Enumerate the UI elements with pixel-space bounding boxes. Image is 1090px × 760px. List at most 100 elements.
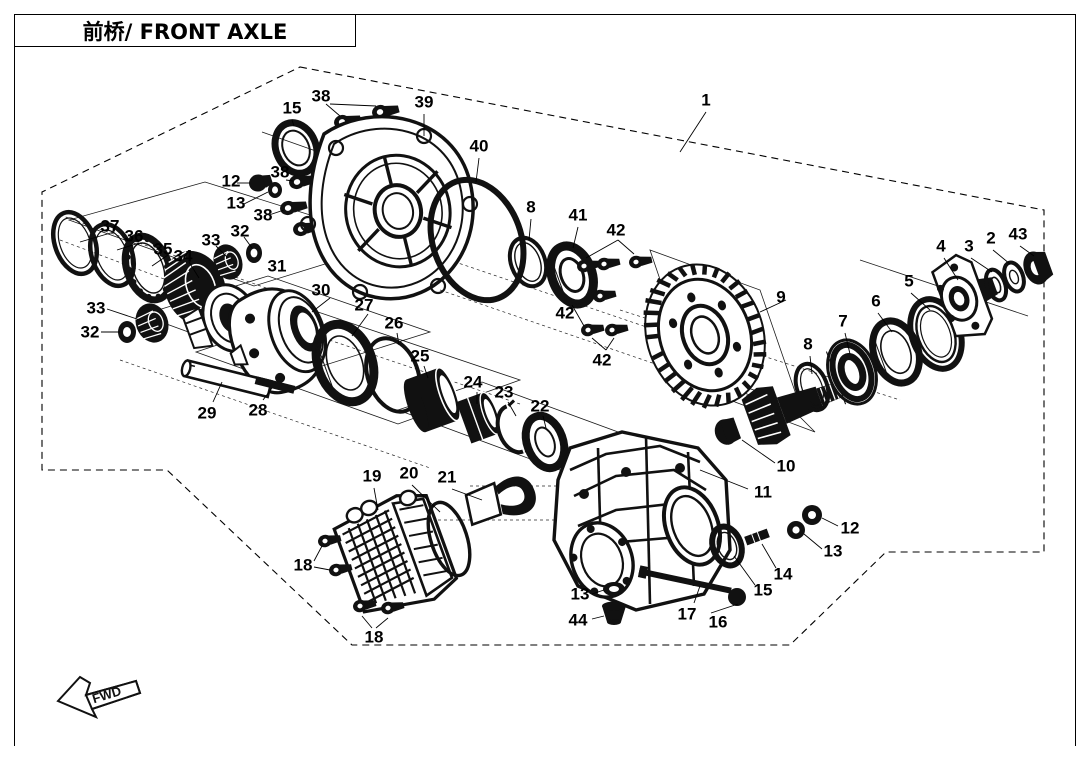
leaders-right (237, 111, 1035, 375)
part-41-bearing (546, 241, 598, 309)
callout-10-bearing[interactable]: 10 (776, 456, 796, 476)
part-10-bearing (714, 417, 742, 445)
part-4-flange-yoke (930, 253, 998, 338)
callout-18-bolt[interactable]: 18 (364, 627, 384, 647)
callout-33-side-gear[interactable]: 33 (201, 230, 221, 250)
callout-9-ring-gear[interactable]: 9 (776, 287, 786, 307)
part-13-washer-right (787, 521, 805, 539)
callout-13-washer[interactable]: 13 (570, 584, 590, 604)
part-32-washer-bottom (118, 321, 136, 343)
callout-35-bearing[interactable]: 35 (153, 239, 173, 259)
part-15-oil-seal-right (709, 523, 745, 569)
leaders-29-28 (212, 297, 331, 403)
callout-11-axle-housing[interactable]: 11 (754, 482, 772, 502)
callout-41-bearing[interactable]: 41 (568, 205, 588, 225)
leaders-housing (591, 439, 839, 620)
part-7-bearing (825, 338, 878, 406)
callout-5-oil-seal[interactable]: 5 (904, 271, 914, 291)
callout-6-bearing[interactable]: 6 (871, 291, 881, 311)
part-22-oil-seal (521, 411, 569, 473)
part-29-axle-shaft (180, 358, 274, 399)
callout-17-long-bolt[interactable]: 17 (677, 604, 697, 624)
page-title: 前桥/ FRONT AXLE (82, 19, 288, 44)
callout-31-differential-case[interactable]: 31 (267, 256, 287, 276)
callout-29-axle-shaft[interactable]: 29 (197, 403, 217, 423)
callout-27-bearing[interactable]: 27 (354, 295, 374, 315)
callout-7-bearing[interactable]: 7 (838, 311, 848, 331)
callout-1-front-axle-assembly[interactable]: 1 (701, 90, 711, 110)
callout-33-side-gear[interactable]: 33 (86, 298, 106, 318)
part-30-differential-carrier (227, 287, 327, 395)
part-26-o-ring (364, 336, 422, 414)
part-44-drain-plug (602, 601, 626, 625)
callout-39-bearing-cover[interactable]: 39 (414, 92, 434, 112)
callout-38-bolt[interactable]: 38 (311, 86, 331, 106)
callout-26-o-ring[interactable]: 26 (384, 313, 404, 333)
part-21-shift-fork (464, 476, 536, 527)
part-20-o-ring (426, 500, 472, 578)
callout-24-sleeve[interactable]: 24 (463, 372, 483, 392)
callout-8-o-ring[interactable]: 8 (526, 197, 536, 217)
callout-14-dowel-pin[interactable]: 14 (773, 564, 793, 584)
part-13-washer (268, 182, 282, 198)
callout-38-bolt[interactable]: 38 (253, 205, 273, 225)
callout-34-differential-gear[interactable]: 34 (173, 246, 193, 266)
callout-42-bolt[interactable]: 42 (592, 350, 612, 370)
part-24-sleeve (456, 391, 501, 444)
callout-36-shim[interactable]: 36 (124, 226, 144, 246)
callout-25-coupling-sleeve[interactable]: 25 (410, 346, 430, 366)
part-39-bearing-cover (299, 114, 479, 301)
callout-8-o-ring[interactable]: 8 (803, 334, 813, 354)
callout-40-o-ring[interactable]: 40 (469, 136, 489, 156)
leader-42 (571, 239, 635, 351)
assembly-boundary (41, 66, 1045, 646)
callout-20-o-ring[interactable]: 20 (399, 463, 419, 483)
callout-12-plug[interactable]: 12 (221, 171, 241, 191)
callout-4-flange-yoke[interactable]: 4 (936, 236, 946, 256)
callout-44-drain-plug[interactable]: 44 (568, 610, 588, 630)
callout-28-pin[interactable]: 28 (248, 400, 268, 420)
part-40-o-ring (427, 176, 527, 304)
callout-23-snap-ring[interactable]: 23 (494, 382, 514, 402)
callout-3-washer[interactable]: 3 (964, 236, 974, 256)
part-15-oil-seal (271, 119, 321, 177)
callout-13-washer[interactable]: 13 (226, 193, 246, 213)
part-14-dowel-pin (744, 528, 770, 546)
callout-30-differential-carrier[interactable]: 30 (311, 280, 331, 300)
callout-15-oil-seal[interactable]: 15 (282, 98, 302, 118)
part-33-side-gear-bottom (135, 303, 169, 343)
callout-18-bolt[interactable]: 18 (293, 555, 313, 575)
part-28-pin (254, 376, 296, 394)
part-43-nut (1023, 251, 1054, 285)
part-17-long-bolt (637, 565, 732, 594)
page-border (14, 14, 1076, 746)
part-33-side-gear-top (213, 244, 243, 280)
callout-12-plug[interactable]: 12 (840, 518, 860, 538)
leaders-22-27 (351, 313, 547, 429)
callout-19-actuator-motor[interactable]: 19 (362, 466, 382, 486)
callout-37-shim[interactable]: 37 (100, 216, 120, 236)
part-27-bearing (311, 319, 379, 407)
title-block: 前桥/ FRONT AXLE (14, 14, 356, 47)
part-32-washer-top (246, 243, 262, 263)
callout-42-bolt[interactable]: 42 (606, 220, 626, 240)
callout-22-oil-seal[interactable]: 22 (530, 396, 550, 416)
part-8-o-ring-left (507, 235, 549, 289)
callout-32-washer[interactable]: 32 (80, 322, 100, 342)
leaders-left (79, 231, 253, 333)
leaders-motor (373, 484, 483, 513)
callout-43-nut[interactable]: 43 (1008, 224, 1028, 244)
leader-18 (313, 545, 389, 629)
callout-32-washer[interactable]: 32 (230, 221, 250, 241)
fwd-direction-marker: FWD (50, 665, 160, 720)
callout-38-bolt[interactable]: 38 (270, 162, 290, 182)
leader-38 (268, 103, 377, 216)
callout-21-shift-fork[interactable]: 21 (437, 467, 457, 487)
part-25-coupling-sleeve (403, 366, 461, 433)
callout-2-washer[interactable]: 2 (986, 228, 996, 248)
callout-13-washer[interactable]: 13 (823, 541, 843, 561)
callout-16-nut[interactable]: 16 (708, 612, 728, 632)
callout-42-bolt[interactable]: 42 (555, 303, 575, 323)
callout-15-oil-seal[interactable]: 15 (753, 580, 773, 600)
